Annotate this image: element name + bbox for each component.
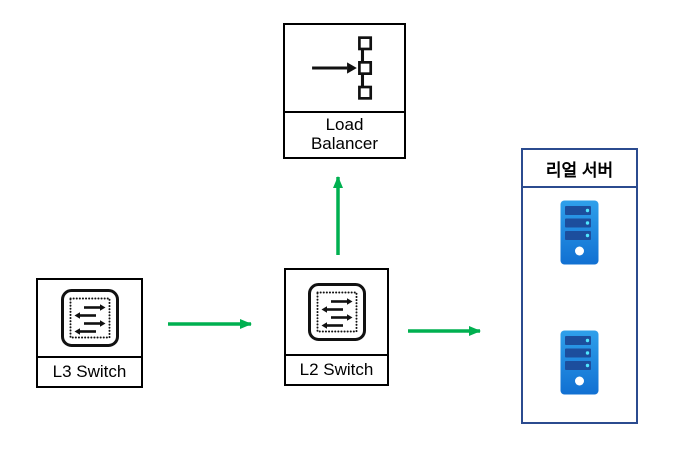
l2-switch-label-text: L2 Switch [299,359,374,379]
switch-icon [286,270,387,354]
node-l3-switch[interactable]: L3 Switch [36,278,143,388]
switch-icon [38,280,141,356]
node-l2-switch[interactable]: L2 Switch [284,268,389,386]
l2-switch-label: L2 Switch [286,354,387,384]
node-load-balancer[interactable]: Load Balancer [283,23,406,159]
server-icon[interactable] [560,200,599,265]
real-server-group-title: 리얼 서버 [523,150,636,188]
load-balancer-label-line2: Balancer [310,134,379,153]
real-server-title-text: 리얼 서버 [545,160,614,180]
load-balancer-label: Load Balancer [285,111,404,157]
server-icon[interactable] [560,330,599,395]
l3-switch-label: L3 Switch [38,356,141,386]
load-balancer-icon [285,25,404,111]
l3-switch-label-text: L3 Switch [52,361,127,381]
load-balancer-label-line1: Load [325,115,364,134]
real-server-group[interactable]: 리얼 서버 [521,148,638,424]
